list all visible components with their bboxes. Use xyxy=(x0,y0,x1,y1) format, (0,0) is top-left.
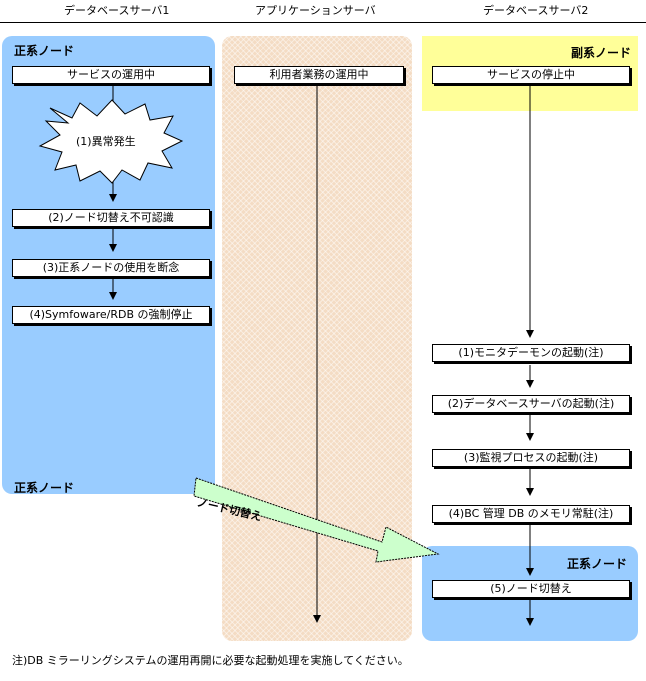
header-divider xyxy=(0,22,646,23)
footnote: 注)DB ミラーリングシステムの運用再開に必要な起動処理を実施してください。 xyxy=(12,654,409,667)
step4-force-stop-box: (4)Symfoware/RDB の強制停止 xyxy=(12,306,210,324)
service-running-box: サービスの運用中 xyxy=(12,66,210,84)
secondary-node-label: 副系ノード xyxy=(571,46,632,60)
header-app-server: アプリケーションサーバ xyxy=(255,4,376,17)
user-business-running-box: 利用者業務の運用中 xyxy=(234,66,404,84)
step2-db-server-start-box: (2)データベースサーバの起動(注) xyxy=(432,395,630,413)
node-switch-arrow-icon xyxy=(193,477,440,563)
primary-node-bottom-label: 正系ノード xyxy=(14,481,75,495)
step3-monitor-process-box: (3)監視プロセスの起動(注) xyxy=(432,449,630,467)
header-db-server-1: データベースサーバ1 xyxy=(64,4,170,17)
header-db-server-2: データベースサーバ2 xyxy=(483,4,589,17)
service-stopped-box: サービスの停止中 xyxy=(432,66,630,84)
step2-switch-unavailable-box: (2)ノード切替え不可認識 xyxy=(12,209,210,227)
step3-abandon-primary-box: (3)正系ノードの使用を断念 xyxy=(12,259,210,277)
step4-bc-db-resident-box: (4)BC 管理 DB のメモリ常駐(注) xyxy=(432,505,630,523)
new-primary-node-label: 正系ノード xyxy=(567,557,628,571)
step5-node-switch-box: (5)ノード切替え xyxy=(432,580,630,598)
step1-monitor-daemon-box: (1)モニタデーモンの起動(注) xyxy=(432,344,630,362)
error-occurred-label: (1)異常発生 xyxy=(76,135,136,148)
explosion-burst-icon xyxy=(38,99,184,184)
primary-node-label: 正系ノード xyxy=(14,44,75,58)
